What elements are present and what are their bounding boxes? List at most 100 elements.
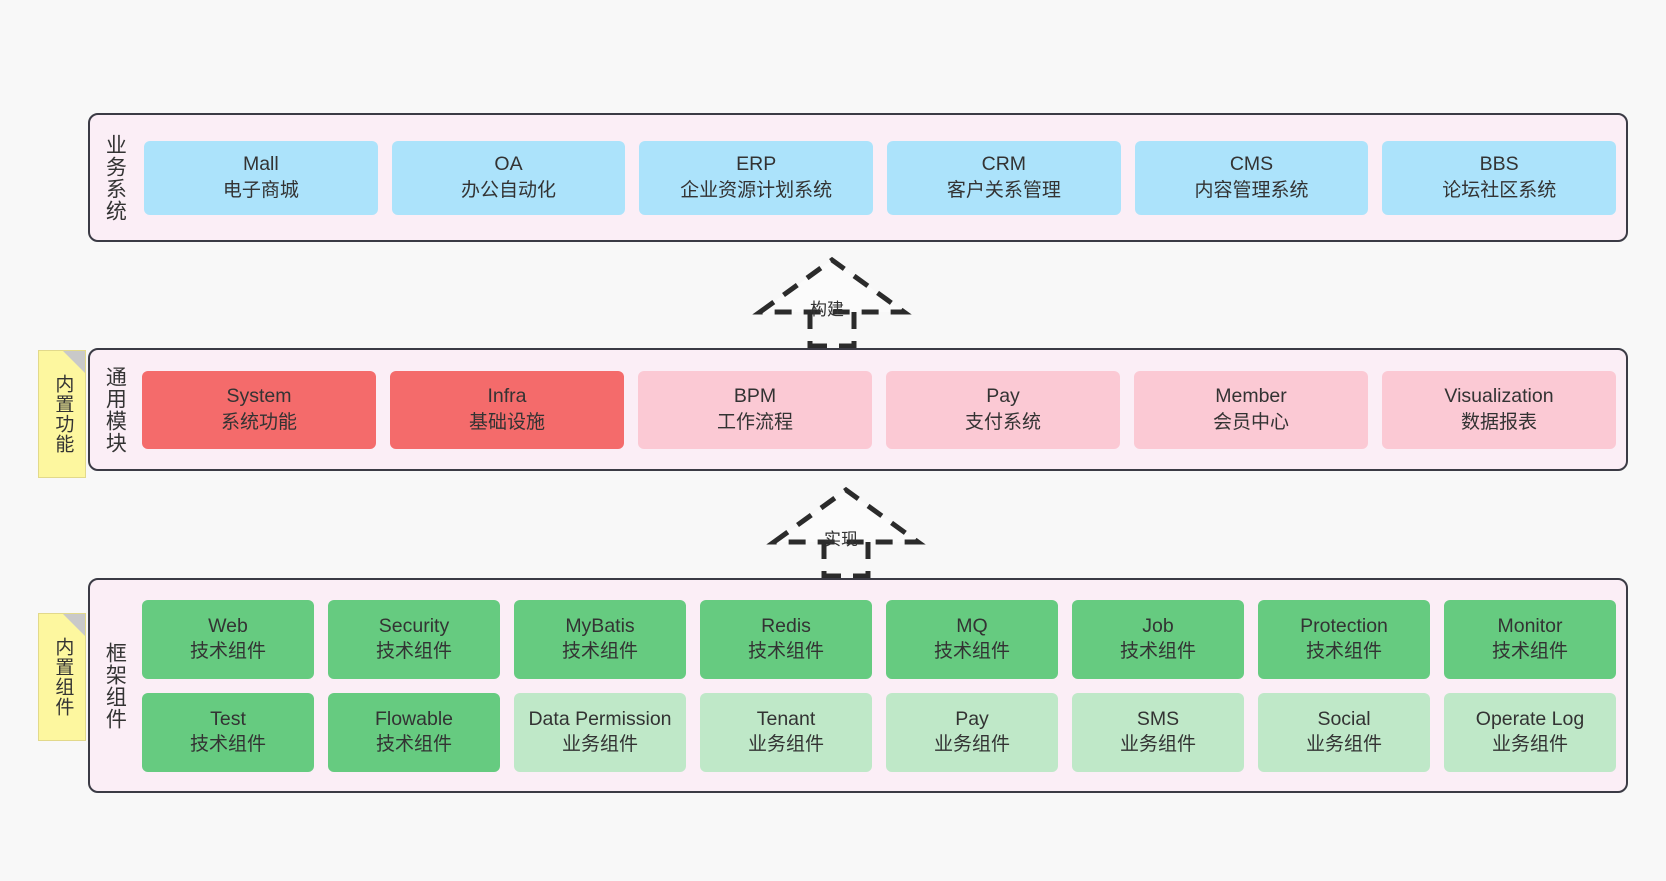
- sticky-note-builtin-components: 内置组件: [38, 613, 86, 741]
- card-erp[interactable]: ERP 企业资源计划系统: [639, 140, 874, 215]
- modules-card-row: System 系统功能 Infra 基础设施 BPM 工作流程 Pay 支付系统…: [142, 370, 1616, 449]
- sticky-note-builtin-components-label: 内置组件: [52, 637, 74, 717]
- card-monitor[interactable]: Monitor 技术组件: [1444, 599, 1616, 679]
- layer-framework-title: 框架组件: [103, 641, 127, 730]
- card-system-desc: 系统功能: [220, 411, 297, 433]
- card-mall[interactable]: Mall 电子商城: [144, 140, 378, 215]
- card-mq-name: MQ: [956, 614, 988, 637]
- card-monitor-name: Monitor: [1497, 614, 1563, 637]
- connector-implement: 实现: [766, 486, 926, 578]
- layer-modules-title: 通用模块: [103, 365, 127, 454]
- business-card-row: Mall 电子商城 OA 办公自动化 ERP 企业资源计划系统 CRM 客户关系…: [144, 140, 1617, 215]
- card-pay-component[interactable]: Pay 业务组件: [886, 692, 1058, 772]
- card-data-permission[interactable]: Data Permission 业务组件: [514, 692, 686, 772]
- layer-business-systems: 业务系统 Mall 电子商城 OA 办公自动化 ERP 企业资源计划系统 CRM: [88, 113, 1628, 242]
- card-visualization-desc: 数据报表: [1460, 411, 1537, 433]
- card-web-name: Web: [208, 614, 248, 637]
- sticky-note-builtin-features: 内置功能: [38, 350, 86, 478]
- card-cms-name: CMS: [1229, 153, 1274, 176]
- card-mall-name: Mall: [242, 153, 279, 176]
- card-infra[interactable]: Infra 基础设施: [390, 370, 624, 449]
- layer-common-modules: 通用模块 System 系统功能 Infra 基础设施 BPM 工作流程 Pay: [88, 348, 1628, 471]
- framework-card-grid: Web 技术组件 Security 技术组件 MyBatis 技术组件 Redi…: [142, 599, 1616, 772]
- card-crm-name: CRM: [981, 153, 1027, 176]
- card-pay-module[interactable]: Pay 支付系统: [886, 370, 1120, 449]
- card-member-name: Member: [1215, 385, 1287, 408]
- card-visualization-name: Visualization: [1444, 385, 1554, 408]
- card-bpm-name: BPM: [733, 385, 777, 408]
- card-test-name: Test: [210, 707, 246, 730]
- card-sms-name: SMS: [1136, 707, 1180, 730]
- card-cms-desc: 内容管理系统: [1194, 179, 1309, 201]
- card-pay-component-name: Pay: [955, 707, 989, 730]
- card-flowable-name: Flowable: [374, 707, 454, 730]
- sticky-fold-icon: [63, 351, 85, 373]
- card-social-desc: 业务组件: [1305, 734, 1382, 756]
- card-visualization[interactable]: Visualization 数据报表: [1382, 370, 1616, 449]
- card-mq[interactable]: MQ 技术组件: [886, 599, 1058, 679]
- card-monitor-desc: 技术组件: [1491, 641, 1568, 663]
- card-redis[interactable]: Redis 技术组件: [700, 599, 872, 679]
- card-oa[interactable]: OA 办公自动化: [391, 140, 626, 215]
- card-crm-desc: 客户关系管理: [946, 179, 1061, 201]
- framework-card-row-1: Web 技术组件 Security 技术组件 MyBatis 技术组件 Redi…: [142, 599, 1616, 679]
- layer-framework-components: 框架组件 Web 技术组件 Security 技术组件 MyBatis 技术组件: [88, 578, 1628, 793]
- layer-business-title: 业务系统: [103, 133, 127, 222]
- card-oa-name: OA: [494, 153, 523, 176]
- card-test[interactable]: Test 技术组件: [142, 692, 314, 772]
- layer-modules-body: System 系统功能 Infra 基础设施 BPM 工作流程 Pay 支付系统…: [138, 350, 1626, 469]
- card-operate-log[interactable]: Operate Log 业务组件: [1444, 692, 1616, 772]
- connector-implement-label: 实现: [824, 530, 858, 549]
- card-tenant[interactable]: Tenant 业务组件: [700, 692, 872, 772]
- card-social-name: Social: [1317, 707, 1371, 730]
- card-mall-desc: 电子商城: [222, 179, 299, 201]
- card-sms[interactable]: SMS 业务组件: [1072, 692, 1244, 772]
- card-data-permission-name: Data Permission: [528, 707, 672, 730]
- card-member-desc: 会员中心: [1212, 411, 1289, 433]
- card-protection[interactable]: Protection 技术组件: [1258, 599, 1430, 679]
- card-bbs-name: BBS: [1479, 153, 1519, 176]
- card-mybatis-desc: 技术组件: [561, 641, 638, 663]
- card-pay-module-desc: 支付系统: [964, 411, 1041, 433]
- card-sms-desc: 业务组件: [1119, 734, 1196, 756]
- card-pay-module-name: Pay: [986, 385, 1020, 408]
- card-infra-desc: 基础设施: [468, 411, 545, 433]
- card-redis-desc: 技术组件: [747, 641, 824, 663]
- card-oa-desc: 办公自动化: [461, 179, 557, 201]
- build-arrow-shape: [752, 256, 912, 348]
- connector-build-label: 构建: [810, 300, 844, 319]
- card-tenant-name: Tenant: [756, 707, 816, 730]
- card-bbs-desc: 论坛社区系统: [1442, 179, 1557, 201]
- card-job-desc: 技术组件: [1119, 641, 1196, 663]
- implement-arrow-shape: [766, 486, 926, 578]
- card-infra-name: Infra: [487, 385, 527, 408]
- card-crm[interactable]: CRM 客户关系管理: [887, 140, 1121, 215]
- card-job[interactable]: Job 技术组件: [1072, 599, 1244, 679]
- sticky-fold-icon: [63, 614, 85, 636]
- card-web-desc: 技术组件: [189, 641, 266, 663]
- card-system[interactable]: System 系统功能: [142, 370, 376, 449]
- card-operate-log-desc: 业务组件: [1491, 734, 1568, 756]
- card-mybatis-name: MyBatis: [565, 614, 635, 637]
- card-mq-desc: 技术组件: [933, 641, 1010, 663]
- card-security-name: Security: [378, 614, 450, 637]
- connector-build: 构建: [752, 256, 912, 348]
- card-social[interactable]: Social 业务组件: [1258, 692, 1430, 772]
- card-cms[interactable]: CMS 内容管理系统: [1134, 140, 1369, 215]
- layer-business-body: Mall 电子商城 OA 办公自动化 ERP 企业资源计划系统 CRM 客户关系…: [138, 115, 1626, 240]
- card-flowable[interactable]: Flowable 技术组件: [328, 692, 500, 772]
- card-mybatis[interactable]: MyBatis 技术组件: [514, 599, 686, 679]
- card-web[interactable]: Web 技术组件: [142, 599, 314, 679]
- sticky-note-builtin-features-label: 内置功能: [52, 374, 74, 454]
- card-member[interactable]: Member 会员中心: [1134, 370, 1368, 449]
- card-security-desc: 技术组件: [375, 641, 452, 663]
- card-erp-desc: 企业资源计划系统: [680, 179, 833, 201]
- card-security[interactable]: Security 技术组件: [328, 599, 500, 679]
- card-protection-name: Protection: [1300, 614, 1388, 637]
- card-protection-desc: 技术组件: [1305, 641, 1382, 663]
- card-test-desc: 技术组件: [189, 734, 266, 756]
- card-data-permission-desc: 业务组件: [561, 734, 638, 756]
- card-tenant-desc: 业务组件: [747, 734, 824, 756]
- card-bbs[interactable]: BBS 论坛社区系统: [1382, 140, 1617, 215]
- card-bpm[interactable]: BPM 工作流程: [638, 370, 872, 449]
